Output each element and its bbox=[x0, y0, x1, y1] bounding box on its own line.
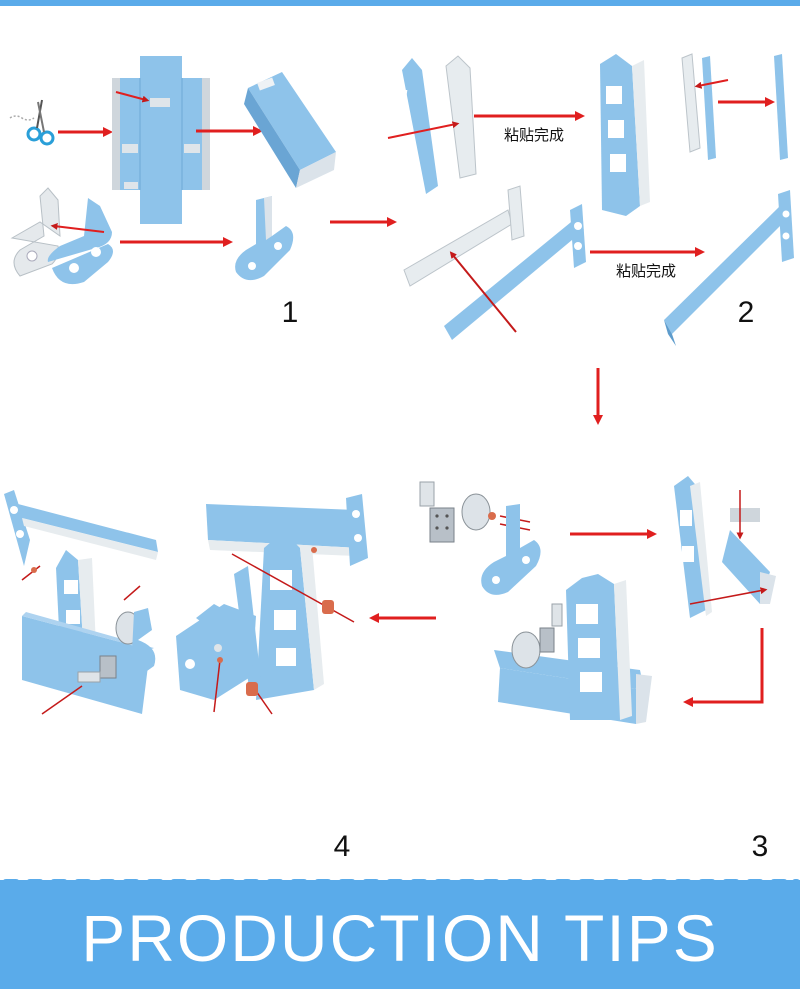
step-3-number: 3 bbox=[752, 830, 769, 863]
base-ladder-exploded-part bbox=[674, 476, 776, 618]
beam-strip-parts bbox=[681, 53, 788, 160]
assembled-base-part bbox=[494, 574, 652, 724]
assembled-ladder-part bbox=[600, 54, 650, 216]
glue-complete-label-1: 粘贴完成 bbox=[504, 126, 564, 144]
exploded-pumpjack-part bbox=[176, 494, 368, 715]
arrow-step3-corner bbox=[683, 628, 764, 707]
scissors-icon bbox=[9, 99, 55, 146]
bracket-parts bbox=[10, 187, 113, 285]
glue-complete-label-2: 粘贴完成 bbox=[616, 262, 676, 280]
ladder-parts bbox=[387, 55, 477, 194]
crank-gear-parts bbox=[419, 481, 531, 543]
step-3-panel: 3 bbox=[419, 476, 776, 863]
assembly-diagram: 1 粘贴完成 bbox=[4, 53, 794, 863]
top-accent-bar bbox=[0, 0, 800, 6]
step-1-number: 1 bbox=[282, 296, 299, 329]
step-4-panel: 4 bbox=[4, 490, 368, 863]
folded-box-part bbox=[244, 72, 336, 188]
step-1-panel: 1 bbox=[9, 56, 336, 329]
assembled-walking-beam-part bbox=[664, 190, 794, 346]
assembled-bracket-part bbox=[235, 196, 294, 281]
crank-bracket-part bbox=[481, 504, 541, 595]
step-2-panel: 粘贴完成 粘贴完成 bbox=[387, 53, 794, 346]
footer-title: PRODUCTION TIPS bbox=[81, 901, 719, 975]
step-4-number: 4 bbox=[334, 830, 351, 863]
step-2-number: 2 bbox=[738, 296, 755, 329]
assembled-pumpjack-part bbox=[4, 490, 158, 715]
box-net-part bbox=[112, 56, 210, 224]
walking-beam-parts bbox=[403, 185, 586, 340]
footer-banner bbox=[0, 880, 800, 989]
